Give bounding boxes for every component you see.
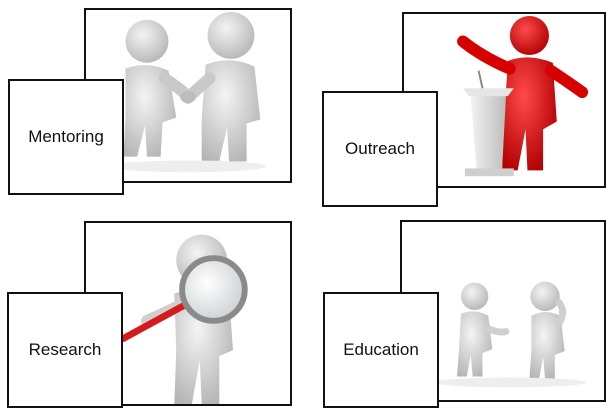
handshake-illustration <box>109 11 267 173</box>
mentoring-label: Mentoring <box>28 127 104 146</box>
outreach-label: Outreach <box>345 139 415 158</box>
research-label: Research <box>28 340 102 359</box>
mentoring-label-box: Mentoring <box>8 79 124 195</box>
research-label-box: Research <box>7 292 123 408</box>
thinking-figures-illustration <box>433 281 587 388</box>
education-label-box: Education <box>323 292 439 408</box>
podium-speaker-illustration <box>457 15 589 177</box>
magnifier-figure-illustration <box>120 234 248 404</box>
outreach-label-box: Outreach <box>322 91 438 207</box>
education-label: Education <box>343 340 419 359</box>
